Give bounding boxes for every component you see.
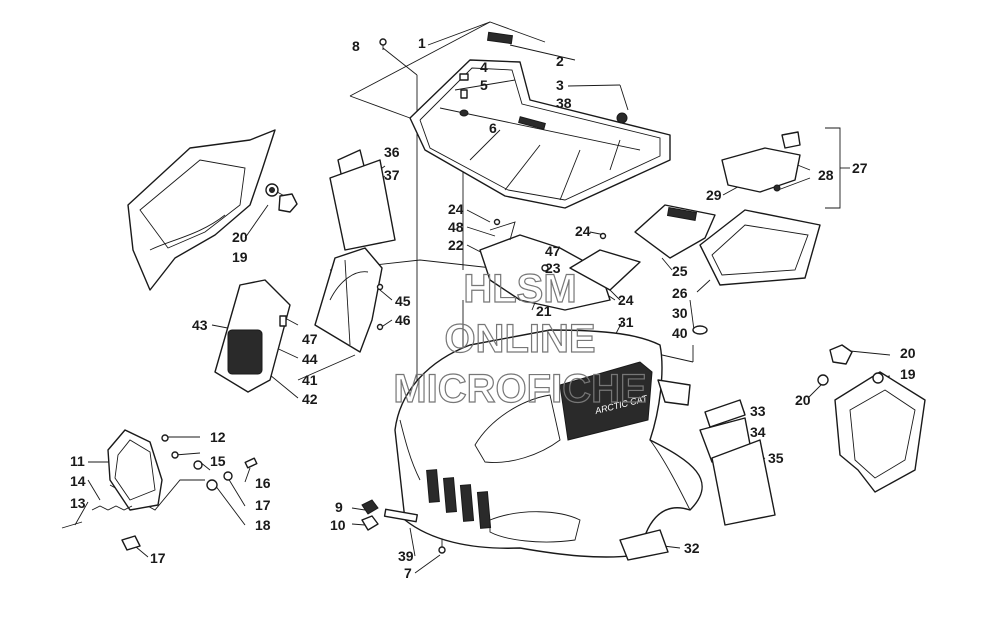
watermark-line-1: HLSM [463, 267, 576, 311]
callout-25: 25 [672, 263, 688, 279]
callout-1: 1 [418, 35, 426, 51]
callout-4: 4 [480, 59, 488, 75]
storage-decals [329, 149, 396, 251]
callout-45: 45 [395, 293, 411, 309]
callout-14: 14 [70, 473, 86, 489]
inner-fender [314, 247, 384, 353]
callout-40: 40 [672, 325, 688, 341]
right-decals [619, 399, 776, 561]
console-cover [479, 221, 641, 311]
callout-17b: 17 [150, 550, 166, 566]
callout-34: 34 [750, 424, 766, 440]
callout-38: 38 [556, 95, 572, 111]
misc-hardware [493, 218, 708, 335]
callout-19b: 19 [900, 366, 916, 382]
front-rack [409, 59, 671, 209]
callout-11: 11 [70, 453, 85, 469]
callout-24b: 24 [575, 223, 591, 239]
callout-8: 8 [352, 38, 360, 54]
callout-10: 10 [330, 517, 346, 533]
callout-9: 9 [335, 499, 343, 515]
callout-18: 18 [255, 517, 271, 533]
callout-48: 48 [448, 219, 464, 235]
callout-20a: 20 [232, 229, 248, 245]
callout-20c: 20 [795, 392, 811, 408]
storage-box [699, 209, 821, 286]
callout-22: 22 [448, 237, 464, 253]
callout-27: 27 [852, 160, 868, 176]
callout-37: 37 [384, 167, 400, 183]
headlight-assembly [61, 429, 258, 551]
callout-26: 26 [672, 285, 688, 301]
watermark-line-3: MICROFICHE [393, 367, 646, 411]
callout-20b: 20 [900, 345, 916, 361]
latch-cover [721, 131, 801, 193]
callout-19a: 19 [232, 249, 248, 265]
callout-17a: 17 [255, 497, 271, 513]
callout-33: 33 [750, 403, 766, 419]
callout-23: 23 [545, 260, 561, 276]
storage-lid [634, 204, 716, 259]
callout-24c: 24 [618, 292, 634, 308]
callout-28: 28 [818, 167, 834, 183]
callout-35: 35 [768, 450, 784, 466]
callout-16: 16 [255, 475, 271, 491]
callout-13: 13 [70, 495, 86, 511]
callout-12: 12 [210, 429, 226, 445]
callout-6: 6 [489, 120, 497, 136]
instrument-pod [214, 279, 291, 393]
callout-3: 3 [556, 77, 564, 93]
callout-31: 31 [618, 314, 634, 330]
callout-15: 15 [210, 453, 226, 469]
front-body: ARCTIC CAT [394, 329, 703, 558]
bottom-hardware [361, 499, 446, 554]
callout-29: 29 [706, 187, 722, 203]
callout-47b: 47 [545, 243, 561, 259]
callout-32: 32 [684, 540, 700, 556]
callout-30: 30 [672, 305, 688, 321]
callout-42: 42 [302, 391, 318, 407]
callout-36: 36 [384, 144, 400, 160]
callout-46: 46 [395, 312, 411, 328]
callout-7: 7 [404, 565, 412, 581]
callout-39: 39 [398, 548, 414, 564]
callout-24a: 24 [448, 201, 464, 217]
right-side-panel [817, 344, 926, 493]
left-side-panel [127, 129, 298, 291]
callout-44: 44 [302, 351, 318, 367]
front-grille [426, 469, 492, 529]
callout-21: 21 [536, 303, 552, 319]
callout-5: 5 [480, 77, 488, 93]
callout-47a: 47 [302, 331, 318, 347]
watermark: HLSM ONLINE MICROFICHE [393, 266, 648, 411]
watermark-line-2: ONLINE [444, 317, 595, 361]
rack-hardware [379, 31, 628, 124]
callout-41: 41 [302, 372, 318, 388]
callout-labels: 1 2 3 4 5 6 7 8 9 10 11 12 13 14 15 16 1… [70, 35, 916, 581]
callout-2: 2 [556, 53, 564, 69]
callout-43: 43 [192, 317, 208, 333]
